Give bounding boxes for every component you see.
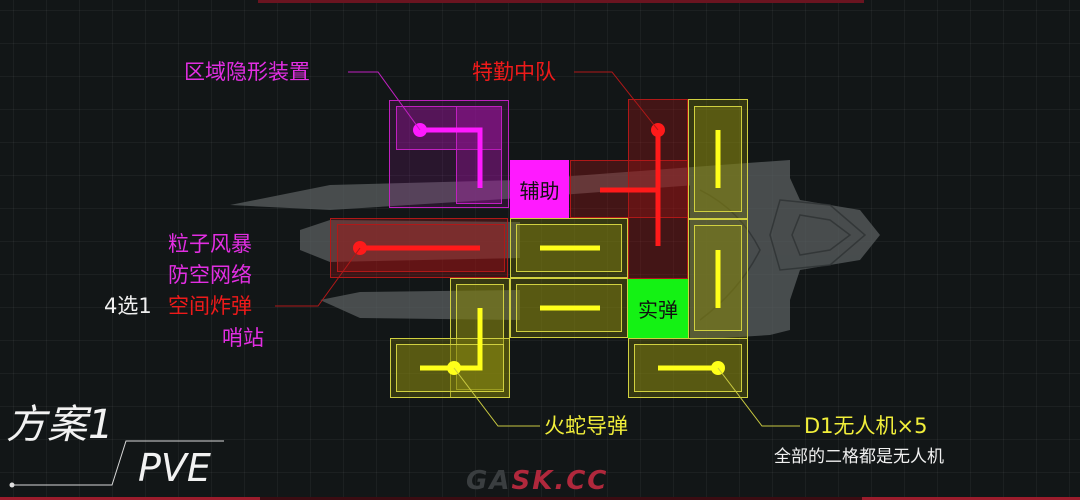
missile-cell-horizontal[interactable] xyxy=(390,338,510,398)
plan-mode: PVE xyxy=(138,446,211,490)
ammo-tag-label: 实弹 xyxy=(638,298,678,322)
top-accent-bar xyxy=(258,0,864,3)
choice-option-2: 防空网络 xyxy=(168,263,252,287)
choice-option-4: 哨站 xyxy=(222,326,264,350)
support-tag[interactable]: 辅助 xyxy=(510,160,569,218)
choice-option-3: 空间炸弹 xyxy=(168,294,252,318)
plan-title: 方案1 xyxy=(6,402,115,448)
drone-note: 全部的二格都是无人机 xyxy=(774,447,944,467)
stealth-module-outline xyxy=(389,100,509,208)
missile-label: 火蛇导弹 xyxy=(544,414,628,438)
watermark: GASK.CC xyxy=(466,466,608,496)
ammo-tag[interactable]: 实弹 xyxy=(628,279,688,338)
choice-option-1: 粒子风暴 xyxy=(168,232,252,256)
bottom-accent-bar xyxy=(0,497,1080,500)
choice-prefix: 4选1 xyxy=(104,294,152,318)
watermark-part-a: GA xyxy=(466,466,512,496)
watermark-part-b: SK.CC xyxy=(511,466,609,496)
special-squad-label: 特勤中队 xyxy=(472,60,556,84)
support-tag-label: 辅助 xyxy=(519,178,560,203)
stealth-label: 区域隐形装置 xyxy=(184,60,310,84)
drone-label: D1无人机×5 xyxy=(804,414,928,438)
